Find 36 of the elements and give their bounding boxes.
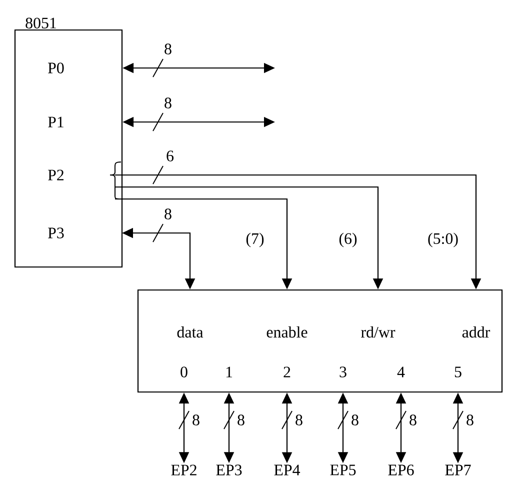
port-label: P3	[48, 228, 64, 238]
endpoint-label: EP6	[388, 464, 414, 476]
bus-width-label: 8	[164, 44, 172, 54]
bus-width-label: 8	[352, 414, 358, 426]
endpoint-label: EP2	[171, 464, 196, 476]
signal-label: data	[177, 326, 204, 338]
endpoint-label: EP7	[445, 464, 471, 476]
signal-label: addr	[462, 326, 490, 338]
signal-label: 3	[340, 366, 346, 378]
endpoint-label: EP3	[216, 464, 242, 476]
bus-width-label: 8	[192, 414, 200, 426]
bus-width-label: 8	[238, 414, 244, 426]
signal-label: 2	[284, 366, 290, 378]
bus-width-label: 8	[164, 98, 172, 108]
port-label: P0	[48, 62, 64, 74]
bus-width-label: 6	[166, 150, 174, 162]
signal-label: 0	[180, 366, 188, 378]
signal-label: 1	[226, 366, 232, 378]
port-label: P1	[48, 116, 64, 128]
endpoint-label: EP5	[330, 464, 356, 476]
brace	[110, 162, 122, 200]
signal-label: 4	[397, 366, 405, 378]
signal-label: 5	[454, 366, 462, 378]
bit-label: (5:0)	[428, 232, 458, 248]
block-box	[137, 289, 503, 393]
bus-width-label: 8	[164, 208, 172, 220]
port-label: P2	[48, 170, 64, 180]
signal-label: enable	[266, 326, 308, 338]
bus-width-label: 8	[410, 414, 416, 426]
bit-label: (6)	[339, 232, 357, 248]
signal-label: rd/wr	[361, 326, 396, 338]
bus-width-label: 8	[466, 414, 474, 426]
endpoint-label: EP4	[274, 464, 300, 476]
bus-width-label: 8	[296, 414, 302, 426]
bit-label: (7)	[246, 232, 264, 248]
node-label: 8051	[26, 18, 56, 28]
